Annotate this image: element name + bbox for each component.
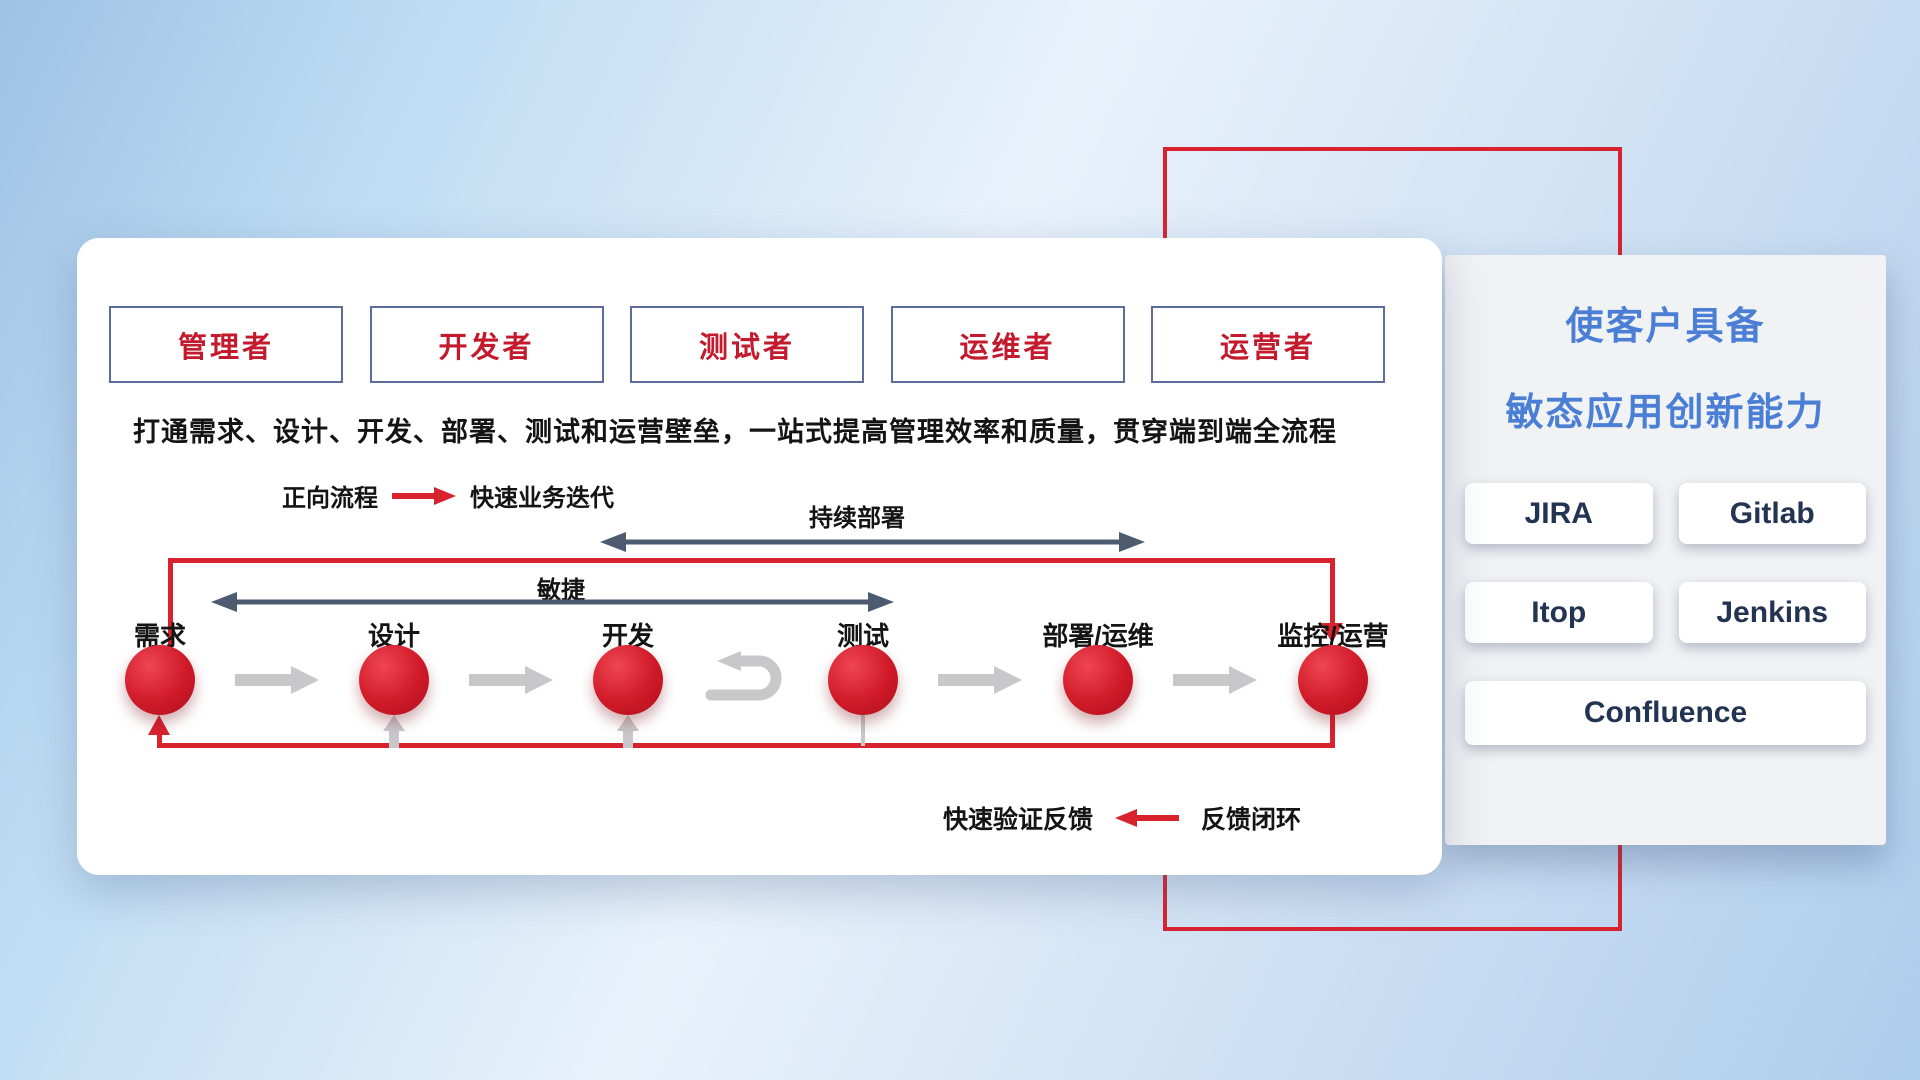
description-text: 打通需求、设计、开发、部署、测试和运营壁垒，一站式提高管理效率和质量，贯穿端到端… [133, 417, 1337, 447]
tools-grid: JIRA Gitlab Itop Jenkins Confluence [1465, 483, 1866, 745]
tool-itop: Itop [1465, 582, 1653, 643]
stage-node-deploy-ops [1063, 645, 1133, 715]
feedback-up-arrowhead-icon [383, 715, 405, 731]
forward-arrow-icon [392, 486, 456, 505]
testing-feedback-line [861, 715, 865, 746]
feedback-up-arrow-icon [389, 730, 399, 748]
role-label: 运维者 [959, 331, 1056, 364]
tool-gitlab: Gitlab [1678, 483, 1866, 544]
feedback-up-arrowhead-icon [617, 715, 639, 731]
feedback-up-arrow-icon [623, 730, 633, 748]
forward-loop-arrowhead-icon [1321, 623, 1343, 643]
feedback-loop-arrowhead-icon [148, 715, 170, 735]
capability-title-line2: 敏态应用创新能力 [1505, 392, 1826, 434]
role-label: 测试者 [698, 331, 795, 364]
feedback-loop-label: 反馈闭环 [1201, 806, 1302, 834]
role-box-operator: 运营者 [1151, 306, 1385, 383]
flow-arrow-icon [938, 666, 1022, 694]
role-box-ops: 运维者 [890, 306, 1125, 383]
tool-jenkins: Jenkins [1678, 582, 1866, 643]
legend-forward: 正向流程 快速业务迭代 [282, 478, 614, 513]
feedback-loop-line [158, 743, 1335, 748]
tool-jira: JIRA [1465, 483, 1653, 544]
capability-panel: 使客户具备 敏态应用创新能力 JIRA Gitlab Itop Jenkins … [1445, 255, 1886, 845]
stage-node-testing [828, 645, 898, 715]
stage-node-monitor-operate [1298, 645, 1368, 715]
capability-title-line1: 使客户具备 [1565, 306, 1766, 348]
continuous-deploy-label: 持续部署 [809, 505, 905, 532]
forward-loop-line [168, 561, 173, 647]
feedback-arrow-icon [1115, 809, 1180, 827]
role-box-manager: 管理者 [109, 306, 343, 383]
role-label: 开发者 [438, 331, 535, 364]
flow-arrow-icon [1173, 666, 1257, 694]
role-label: 运营者 [1219, 331, 1316, 364]
flow-arrow-icon [469, 666, 553, 694]
devops-flow-panel: 管理者 开发者 测试者 运维者 运营者 打通需求、设计、开发、部署、测试和运营壁… [77, 238, 1442, 875]
forward-flow-value: 快速业务迭代 [470, 485, 614, 512]
feedback-loop-line [1330, 715, 1335, 748]
stage-node-requirements [125, 645, 195, 715]
feedback-loop-line [157, 733, 162, 748]
continuous-deploy-double-arrow-icon [600, 532, 1145, 552]
forward-loop-line [168, 558, 1335, 563]
roles-row: 管理者 开发者 测试者 运维者 运营者 [109, 306, 1385, 383]
legend-feedback: 快速验证反馈 反馈闭环 [943, 800, 1301, 836]
iteration-loop-icon [705, 651, 782, 701]
stage-node-design [359, 645, 429, 715]
role-box-developer: 开发者 [369, 306, 604, 383]
forward-loop-line [1330, 558, 1335, 625]
stage-node-development [593, 645, 663, 715]
role-box-tester: 测试者 [630, 306, 864, 383]
forward-flow-label: 正向流程 [282, 485, 378, 512]
flow-arrow-icon [235, 666, 319, 694]
feedback-value-label: 快速验证反馈 [943, 806, 1094, 834]
tool-confluence: Confluence [1465, 681, 1866, 745]
role-label: 管理者 [177, 331, 274, 364]
agile-double-arrow-icon [211, 592, 894, 612]
